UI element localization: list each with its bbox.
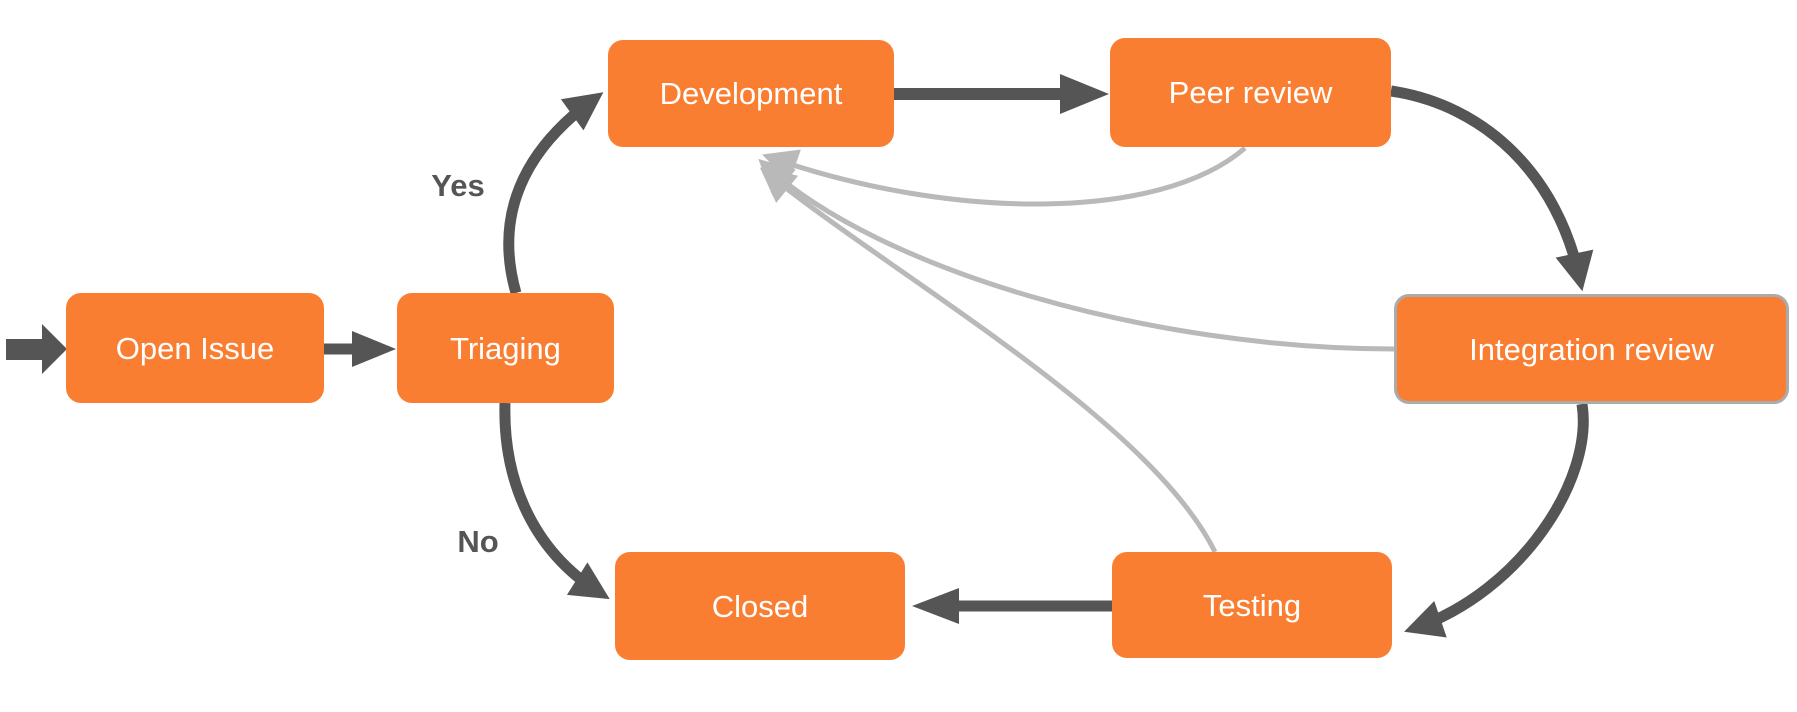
edge-label-no: No — [457, 524, 499, 559]
edge-triaging-to-development — [503, 92, 604, 295]
node-development-label: Development — [659, 76, 843, 111]
edge-testing-to-closed-arrowhead — [912, 588, 959, 624]
edge-label-yes: Yes — [431, 168, 485, 203]
edge-integration-review-to-testing — [1404, 403, 1589, 638]
edge-development-to-peer-review-arrowhead — [1060, 74, 1109, 114]
edge-testing-to-development — [759, 167, 1218, 554]
node-peer-review-label: Peer review — [1168, 75, 1333, 110]
edge-peer-review-to-integration-review — [1390, 85, 1594, 292]
edge-open-issue-to-triaging-arrowhead — [352, 331, 396, 367]
edge-peer-review-to-development — [762, 146, 1247, 207]
node-integration-review: Integration review — [1394, 294, 1789, 404]
node-peer-review: Peer review — [1110, 38, 1391, 147]
edge-start-shaft — [6, 339, 42, 360]
node-development: Development — [608, 40, 894, 147]
node-integration-review-label: Integration review — [1469, 331, 1714, 367]
node-closed: Closed — [615, 552, 905, 660]
node-testing: Testing — [1112, 552, 1392, 658]
node-open-issue: Open Issue — [66, 293, 324, 403]
edge-triaging-to-closed — [499, 402, 610, 600]
node-closed-label: Closed — [711, 588, 809, 624]
edge-integration-review-to-development — [758, 158, 1395, 352]
edge-start-arrowhead — [42, 324, 67, 374]
node-triaging-label: Triaging — [450, 330, 561, 366]
node-testing-label: Testing — [1202, 587, 1302, 623]
node-triaging: Triaging — [397, 293, 614, 403]
node-open-issue-label: Open Issue — [115, 330, 275, 366]
